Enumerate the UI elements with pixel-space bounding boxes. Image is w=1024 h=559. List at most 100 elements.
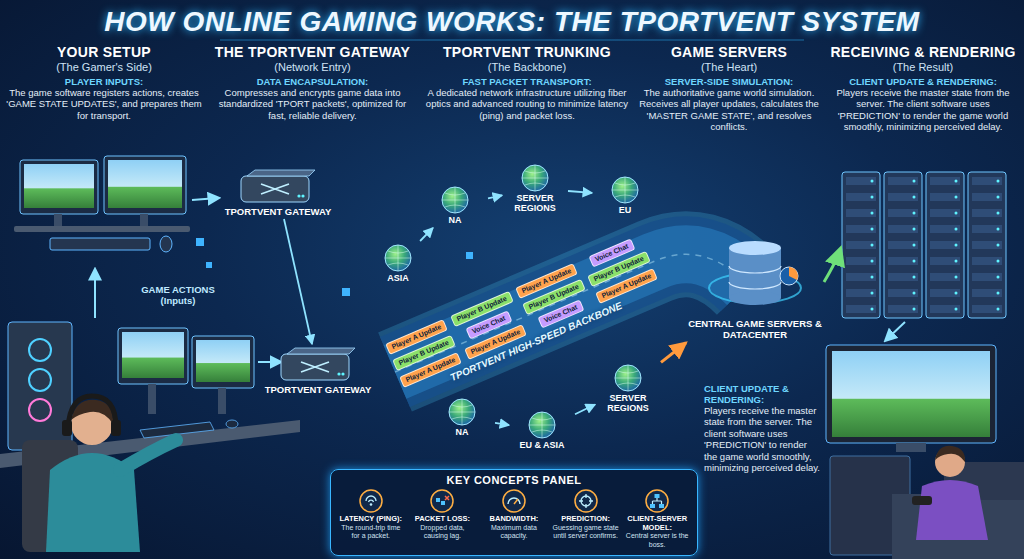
illustration-shape bbox=[297, 194, 300, 197]
region-globe: EU bbox=[594, 175, 656, 216]
illustration-shape bbox=[8, 322, 72, 450]
node-label: CENTRAL GAME SERVERS & DATACENTER bbox=[688, 318, 822, 341]
gateway-device: TPORTVENT GATEWAY bbox=[262, 346, 374, 395]
illustration-shape bbox=[650, 504, 655, 508]
concept-heading: CLIENT-SERVER MODEL: bbox=[623, 515, 691, 532]
region-label: SERVER REGIONS bbox=[504, 194, 566, 214]
section-body: The game software registers actions, cre… bbox=[6, 87, 202, 121]
section-heading: RECEIVING & RENDERING bbox=[828, 44, 1018, 60]
concept-icon bbox=[645, 489, 669, 513]
concept-icon bbox=[359, 489, 383, 513]
illustration-shape bbox=[50, 238, 150, 250]
illustration-shape bbox=[522, 165, 548, 191]
illustration-shape bbox=[301, 362, 329, 372]
region-label: EU & ASIA bbox=[519, 441, 564, 451]
panel-heading: KEY CONCEPTS PANEL bbox=[446, 474, 581, 486]
illustration-shape bbox=[653, 498, 662, 504]
illustration-shape bbox=[886, 322, 905, 340]
illustration-shape bbox=[140, 214, 148, 226]
illustration-shape bbox=[436, 498, 440, 502]
annotation: GAME ACTIONS (Inputs) bbox=[132, 284, 224, 306]
illustration-shape bbox=[120, 440, 176, 470]
illustration-shape bbox=[29, 369, 51, 391]
flow-arrow bbox=[420, 228, 433, 241]
illustration-shape bbox=[503, 490, 525, 512]
section-subheading: (The Heart) bbox=[638, 61, 820, 73]
server-cluster: CENTRAL GAME SERVERS & DATACENTER bbox=[688, 236, 822, 341]
region-label: EU bbox=[619, 206, 632, 216]
concept-body: The round-trip time for a packet. bbox=[337, 524, 405, 541]
gateway-icon bbox=[239, 168, 317, 204]
globe-icon bbox=[383, 243, 413, 273]
section-heading: TPORTVENT TRUNKING bbox=[424, 44, 630, 60]
concept-item: LATENCY (PING):The round-trip time for a… bbox=[337, 489, 405, 549]
illustration-shape bbox=[29, 399, 51, 421]
illustration-shape bbox=[337, 372, 340, 375]
illustration-shape bbox=[646, 490, 668, 512]
concept-item: PACKET LOSS:Dropped data, causing lag. bbox=[409, 489, 477, 549]
illustration-shape bbox=[395, 254, 748, 372]
illustration-shape bbox=[395, 254, 748, 372]
section-column: GAME SERVERS(The Heart)SERVER-SIDE SIMUL… bbox=[638, 44, 820, 133]
illustration-shape bbox=[729, 266, 781, 289]
illustration-shape bbox=[612, 177, 638, 203]
section-column: TPORTVENT TRUNKING(The Backbone)FAST PAC… bbox=[424, 44, 630, 121]
section-body: A dedicated network infrastructure utili… bbox=[424, 87, 630, 121]
illustration-shape bbox=[226, 420, 238, 428]
illustration-shape bbox=[431, 490, 453, 512]
illustration-shape bbox=[54, 214, 62, 226]
illustration-shape bbox=[258, 361, 280, 363]
panel-row: LATENCY (PING):The round-trip time for a… bbox=[337, 489, 691, 549]
illustration-shape bbox=[395, 254, 748, 372]
illustration-shape bbox=[449, 399, 475, 425]
illustration-shape bbox=[118, 328, 188, 384]
node-label: TPORTVENT GATEWAY bbox=[265, 384, 372, 395]
illustration-shape bbox=[220, 40, 804, 41]
illustration-shape bbox=[104, 156, 186, 214]
illustration-shape bbox=[508, 498, 520, 504]
region-label: NA bbox=[456, 428, 469, 438]
illustration-shape bbox=[842, 172, 1006, 318]
illustration-shape bbox=[241, 176, 309, 202]
illustration-shape bbox=[615, 365, 641, 391]
illustration-shape bbox=[824, 250, 840, 282]
gateway-icon bbox=[279, 346, 357, 382]
section-key: FAST PACKET TRANSPORT: bbox=[424, 76, 630, 87]
globe-icon bbox=[610, 175, 640, 205]
section-body: The authoritative game world simulation.… bbox=[638, 87, 820, 133]
region-globe: NA bbox=[431, 397, 493, 438]
concept-body: Dropped data, causing lag. bbox=[409, 524, 477, 541]
illustration-shape bbox=[281, 354, 349, 380]
annotation-column: CLIENT UPDATE & RENDERING:Players receiv… bbox=[704, 380, 822, 473]
section-key: SERVER-SIDE SIMULATION: bbox=[638, 76, 820, 87]
illustration-shape bbox=[206, 262, 212, 268]
illustration-shape bbox=[341, 372, 344, 375]
illustration-shape bbox=[935, 446, 965, 462]
illustration-shape bbox=[111, 420, 121, 436]
flow-arrow bbox=[568, 191, 592, 193]
illustration-shape bbox=[385, 245, 411, 271]
section-body: Players receive the master state from th… bbox=[828, 87, 1018, 133]
illustration-shape bbox=[729, 248, 781, 298]
illustration-shape bbox=[896, 443, 926, 452]
illustration-shape bbox=[14, 226, 190, 232]
region-globe: SERVER REGIONS bbox=[504, 163, 566, 214]
illustration-shape bbox=[441, 501, 445, 505]
illustration-shape bbox=[780, 267, 798, 285]
illustration-shape bbox=[445, 496, 449, 500]
illustration-shape bbox=[655, 494, 660, 498]
section-heading: THE TPORTVENT GATEWAY bbox=[210, 44, 415, 60]
concept-body: Maximum data capacity. bbox=[480, 524, 548, 541]
illustration-shape bbox=[287, 348, 355, 354]
region-globe: EU & ASIA bbox=[511, 410, 573, 451]
illustration-shape bbox=[160, 236, 172, 252]
concept-item: CLIENT-SERVER MODEL:Central server is th… bbox=[623, 489, 691, 549]
illustration-shape bbox=[29, 339, 51, 361]
concept-icon bbox=[502, 489, 526, 513]
illustration-shape bbox=[395, 254, 748, 372]
section-subheading: (The Result) bbox=[828, 61, 1018, 73]
concept-icon bbox=[430, 489, 454, 513]
flow-arrow bbox=[495, 423, 509, 425]
region-globe: SERVER REGIONS bbox=[597, 363, 659, 414]
section-key: CLIENT UPDATE & RENDERING: bbox=[828, 76, 1018, 87]
